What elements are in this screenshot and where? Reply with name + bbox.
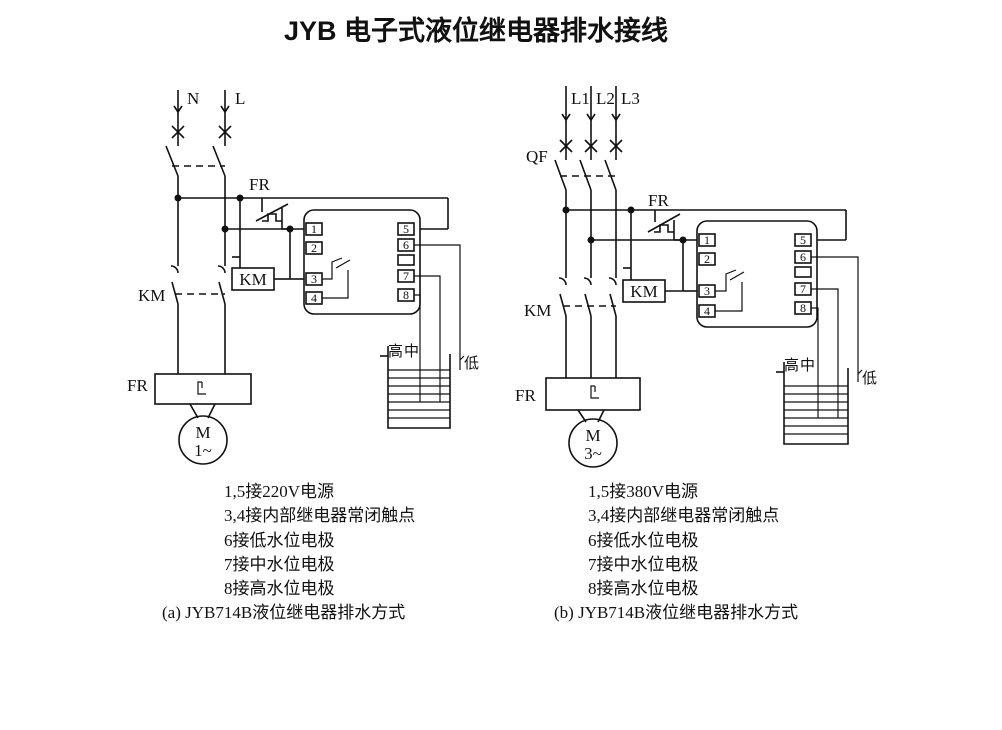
fr-thermal-relay-b <box>545 377 641 411</box>
note-1: 1,5接220V电源 <box>224 482 334 501</box>
svg-text:6: 6 <box>403 238 409 252</box>
svg-text:2: 2 <box>311 241 317 255</box>
water-tank-a <box>380 346 451 429</box>
svg-text:7: 7 <box>800 282 806 296</box>
svg-text:1: 1 <box>311 222 317 236</box>
supply-label-l: L <box>235 89 245 108</box>
water-tank-b <box>776 362 849 445</box>
supply-label-n: N <box>187 89 199 108</box>
note-b-1: 1,5接380V电源 <box>588 482 698 501</box>
supply-label-l3: L3 <box>621 89 640 108</box>
svg-text:5: 5 <box>403 222 409 236</box>
note-b-3: 6接低水位电极 <box>588 531 699 550</box>
svg-text:1: 1 <box>704 233 710 247</box>
level-low: 低 <box>464 355 479 372</box>
caption-a: (a) JYB714B液位继电器排水方式 <box>162 603 405 622</box>
motor-b <box>568 418 618 468</box>
level-relay-b <box>696 220 818 328</box>
fr-relay-label-b: FR <box>515 386 536 405</box>
terminals-left-a: 1 2 3 4 <box>305 222 323 305</box>
motor-phase-b: 3~ <box>584 444 602 463</box>
svg-text:3: 3 <box>311 272 317 286</box>
motor-m-b: M <box>585 426 600 445</box>
diagram-b: L1 L2 L3 QF FR <box>515 86 877 622</box>
level-low-b: 低 <box>862 370 877 387</box>
motor-phase: 1~ <box>194 441 212 460</box>
level-relay-a <box>303 209 421 315</box>
level-mid-b: 中 <box>800 357 815 374</box>
km-contact-label: KM <box>138 286 165 305</box>
svg-text:8: 8 <box>403 288 409 302</box>
motor-a <box>178 415 228 465</box>
motor-m: M <box>195 423 210 442</box>
km-contact-label-b: KM <box>524 301 551 320</box>
svg-text:2: 2 <box>704 252 710 266</box>
level-mid: 中 <box>404 343 419 360</box>
svg-text:7: 7 <box>403 269 409 283</box>
supply-label-l1: L1 <box>571 89 590 108</box>
km-coil-label-b: KM <box>630 282 657 301</box>
svg-text:4: 4 <box>311 291 317 305</box>
note-4: 7接中水位电极 <box>224 555 335 574</box>
fr-relay-label: FR <box>127 376 148 395</box>
svg-text:8: 8 <box>800 301 806 315</box>
svg-text:4: 4 <box>704 304 710 318</box>
fr-nc-contact <box>255 198 289 229</box>
level-high: 高 <box>388 343 403 360</box>
km-coil-label: KM <box>239 270 266 289</box>
caption-b: (b) JYB714B液位继电器排水方式 <box>554 603 798 622</box>
level-high-b: 高 <box>784 357 799 374</box>
terminals-left-b: 1 2 3 4 <box>698 233 716 318</box>
fr-nc-contact-b <box>647 210 681 240</box>
supply-label-l2: L2 <box>596 89 615 108</box>
fr-switch-label: FR <box>249 175 270 194</box>
diagram-a: N L FR <box>127 89 479 622</box>
note-3: 6接低水位电极 <box>224 531 335 550</box>
svg-text:6: 6 <box>800 250 806 264</box>
note-5: 8接高水位电极 <box>224 579 335 598</box>
fr-thermal-relay-a <box>154 373 252 405</box>
page-title: JYB 电子式液位继电器排水接线 <box>284 15 668 46</box>
note-b-4: 7接中水位电极 <box>588 555 699 574</box>
note-2: 3,4接内部继电器常闭触点 <box>224 506 415 525</box>
svg-text:3: 3 <box>704 284 710 298</box>
fr-switch-label-b: FR <box>648 191 669 210</box>
svg-text:5: 5 <box>800 233 806 247</box>
terminals-right-b: 5 6 7 8 <box>794 233 812 315</box>
terminals-right-a: 5 6 7 8 <box>397 222 415 302</box>
note-b-2: 3,4接内部继电器常闭触点 <box>588 506 779 525</box>
note-b-5: 8接高水位电极 <box>588 579 699 598</box>
breaker-label: QF <box>526 147 548 166</box>
